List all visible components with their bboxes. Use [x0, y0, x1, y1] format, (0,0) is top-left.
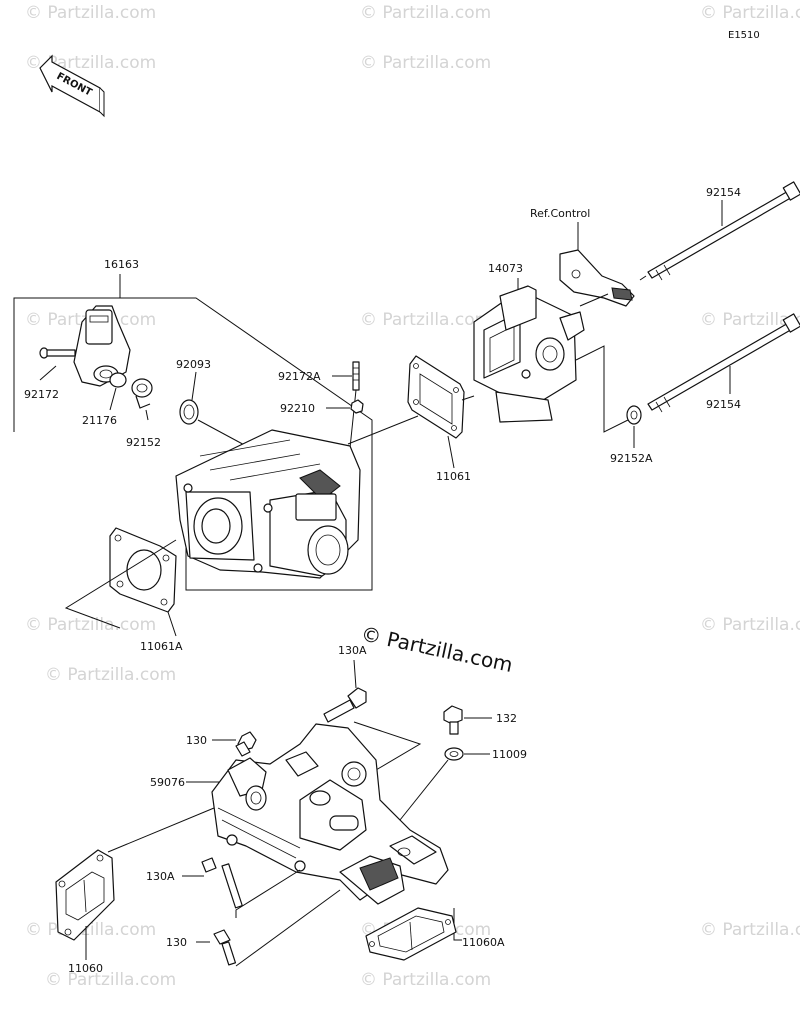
bracket-16163 [13, 274, 373, 591]
stud-92172A [332, 361, 360, 449]
watermarks: © Partzilla.com © Partzilla.com © Partzi… [25, 3, 800, 990]
watermark: © Partzilla.com [25, 3, 156, 23]
copyright-text: © Partzilla.com [359, 621, 515, 677]
bolt-130A-top [323, 659, 422, 771]
bolt-130-left [212, 731, 257, 757]
watermark: © Partzilla.com [700, 3, 800, 23]
leader-line [235, 889, 341, 967]
clip-92152 [131, 378, 153, 421]
bolt-130-bottom [213, 929, 237, 966]
gasket-11061A [64, 527, 177, 637]
diagram-code: E1510 [728, 30, 760, 41]
nut-92210 [326, 399, 364, 414]
bolt-92154-mid [647, 313, 800, 413]
gasket-11060A [365, 907, 457, 961]
throttle-sensor [73, 305, 131, 387]
leader-line [107, 807, 215, 853]
gasket-11061 [407, 355, 465, 469]
part-label-11060A: 11060A [462, 936, 505, 949]
ref-control-label: Ref.Control [530, 207, 590, 220]
watermark: © Partzilla.com [45, 970, 176, 990]
throttle-body [175, 429, 361, 579]
watermark: © Partzilla.com [700, 310, 800, 330]
part-label-11060: 11060 [68, 962, 103, 975]
bolt-132 [443, 705, 492, 735]
part-label-11009: 11009 [492, 748, 527, 761]
watermark: © Partzilla.com [700, 615, 800, 635]
part-label-92154-top: 92154 [706, 186, 741, 199]
leader-line [461, 395, 475, 401]
watermark: © Partzilla.com [25, 615, 156, 635]
part-label-11061: 11061 [436, 470, 471, 483]
spacer-92152A [575, 345, 642, 448]
watermark: © Partzilla.com [360, 3, 491, 23]
leader-line [347, 415, 419, 445]
watermark: © Partzilla.com [45, 665, 176, 685]
part-label-132: 132 [496, 712, 517, 725]
part-label-59076: 59076 [150, 776, 185, 789]
part-label-92093: 92093 [176, 358, 211, 371]
part-label-92172: 92172 [24, 388, 59, 401]
o-ring-21176 [109, 372, 127, 411]
part-label-21176: 21176 [82, 414, 117, 427]
part-label-130A-top: 130A [338, 644, 367, 657]
part-label-92210: 92210 [280, 402, 315, 415]
o-ring-92093 [179, 371, 251, 449]
part-label-16163: 16163 [104, 258, 139, 271]
part-label-92152A: 92152A [610, 452, 653, 465]
housing-14073 [473, 278, 585, 423]
part-label-92152: 92152 [126, 436, 161, 449]
intake-manifold [211, 723, 449, 905]
part-label-92154-mid: 92154 [706, 398, 741, 411]
part-label-11061A: 11061A [140, 640, 183, 653]
watermark: © Partzilla.com [360, 310, 491, 330]
part-label-130A-left: 130A [146, 870, 175, 883]
leader-line [235, 869, 301, 918]
gasket-11060 [55, 849, 115, 960]
washer-11009 [399, 747, 490, 821]
leader-line [453, 908, 462, 941]
watermark: © Partzilla.com [360, 970, 491, 990]
watermark: © Partzilla.com [360, 53, 491, 73]
watermark: © Partzilla.com [700, 920, 800, 940]
bolt-92154-top [639, 181, 800, 281]
bolt-130A-left [201, 857, 243, 909]
part-label-14073: 14073 [488, 262, 523, 275]
part-label-130-bottom: 130 [166, 936, 187, 949]
part-label-130-left: 130 [186, 734, 207, 747]
part-label-92172A: 92172A [278, 370, 321, 383]
ref-control-bracket [559, 222, 635, 307]
screw-92172 [39, 347, 76, 381]
